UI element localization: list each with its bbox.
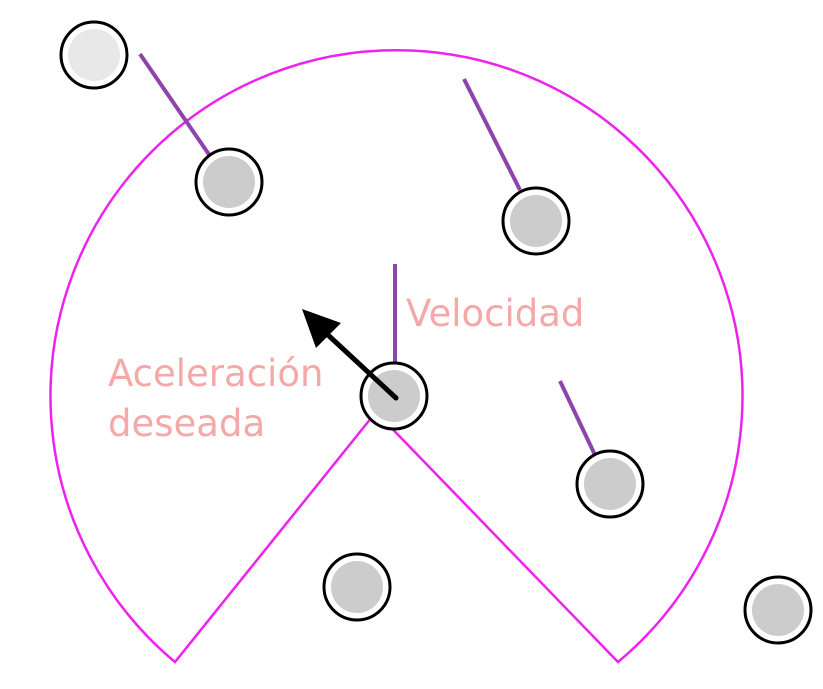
- velocity-label: Velocidad: [406, 292, 584, 335]
- agent: [322, 552, 392, 622]
- velocity-line: [138, 52, 212, 158]
- arrow-up-left-icon: [302, 309, 399, 401]
- desired-acceleration-label-line2: deseada: [108, 402, 265, 445]
- velocity-line: [462, 78, 522, 191]
- agent-far: [59, 20, 129, 90]
- vision-region: [49, 48, 744, 664]
- agent: [194, 147, 264, 217]
- velocity-line: [558, 380, 597, 456]
- agent: [501, 186, 571, 256]
- desired-acceleration-label-line1: Aceleración: [108, 352, 323, 395]
- agent: [575, 449, 645, 519]
- agent: [743, 575, 813, 645]
